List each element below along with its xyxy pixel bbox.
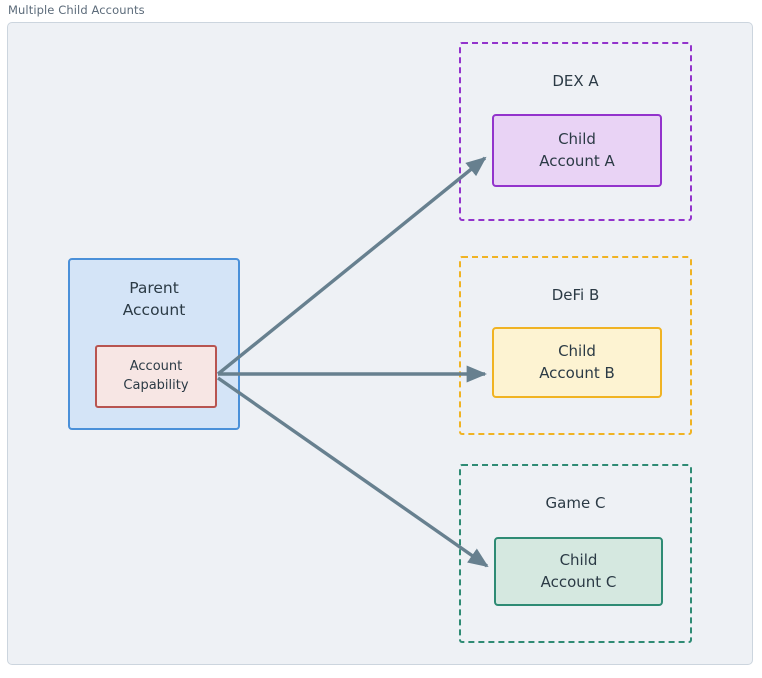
group-dex-a: DEX A bbox=[459, 42, 692, 221]
account-capability-label-line1: Account bbox=[129, 358, 183, 374]
group-dex-a-label: DEX A bbox=[552, 72, 599, 90]
diagram-title: Multiple Child Accounts bbox=[8, 3, 145, 17]
parent-account-label-line2: Account bbox=[122, 301, 186, 320]
account-capability-node[interactable]: Account Capability bbox=[95, 345, 217, 408]
account-capability-label-line2: Capability bbox=[123, 377, 189, 393]
child-account-b-node[interactable]: Child Account B bbox=[492, 327, 662, 398]
child-account-b-label-line1: Child bbox=[558, 341, 596, 360]
group-defi-b-label: DeFi B bbox=[551, 286, 600, 304]
group-game-c-label: Game C bbox=[545, 494, 606, 512]
child-account-a-label-line1: Child bbox=[558, 129, 596, 148]
child-account-b-label-line2: Account B bbox=[539, 363, 615, 382]
child-account-a-label-line2: Account A bbox=[539, 151, 615, 170]
child-account-c-label-line2: Account C bbox=[540, 572, 617, 591]
parent-account-label-line1: Parent bbox=[129, 279, 179, 297]
child-account-a-node[interactable]: Child Account A bbox=[492, 114, 662, 187]
child-account-c-node[interactable]: Child Account C bbox=[494, 537, 663, 606]
parent-account-node[interactable]: Parent Account Account Capability bbox=[68, 258, 240, 430]
child-account-c-label-line1: Child bbox=[559, 550, 598, 569]
